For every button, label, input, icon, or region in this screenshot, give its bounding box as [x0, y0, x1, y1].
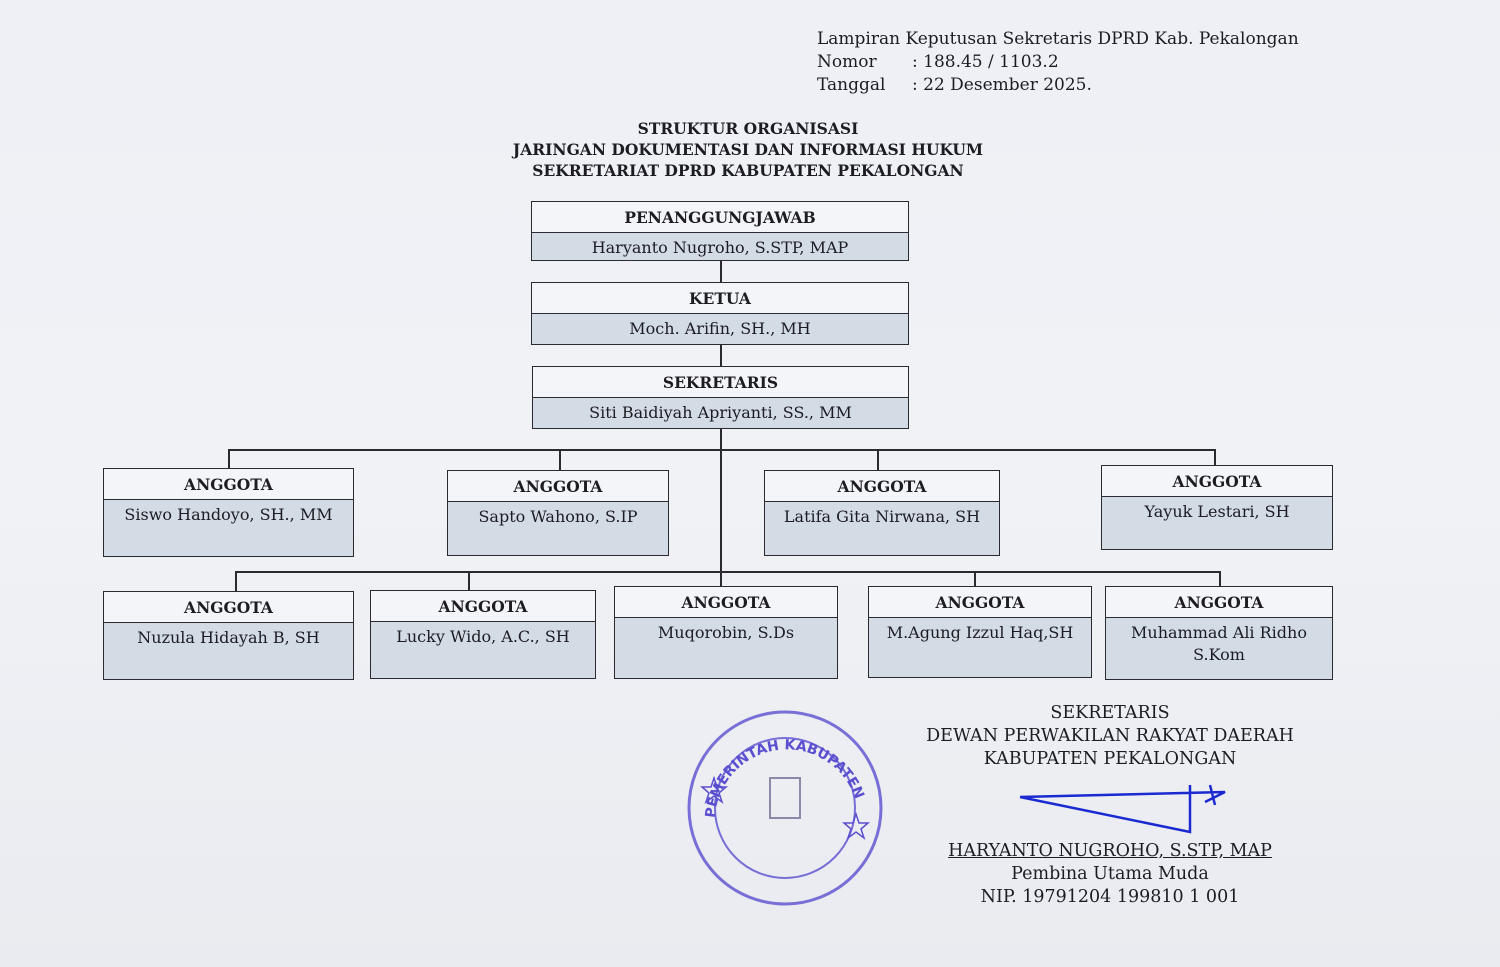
org-box-anggota: ANGGOTA Nuzula Hidayah B, SH — [103, 591, 354, 680]
connector-drop — [468, 571, 470, 590]
person-name: Siswo Handoyo, SH., MM — [104, 500, 353, 556]
nomor-value: : 188.45 / 1103.2 — [912, 52, 1059, 72]
signatory-nip: NIP. 19791204 199810 1 001 — [980, 887, 1240, 907]
person-name: Sapto Wahono, S.IP — [448, 502, 668, 555]
connector-row2-horizontal — [235, 571, 1220, 573]
org-box-anggota: ANGGOTA M.Agung Izzul Haq,SH — [868, 586, 1092, 678]
tanggal-value: : 22 Desember 2025. — [912, 75, 1092, 95]
org-box-penanggungjawab: PENANGGUNGJAWAB Haryanto Nugroho, S.STP,… — [531, 201, 909, 261]
connector-drop — [228, 449, 230, 468]
person-name: Lucky Wido, A.C., SH — [371, 622, 595, 678]
official-stamp: PEMERINTAH KABUPATEN — [687, 710, 883, 906]
signatory-position-3: KABUPATEN PEKALONGAN — [983, 749, 1237, 769]
connector-drop — [1219, 571, 1221, 586]
star-icon — [699, 775, 729, 805]
tanggal-label: Tanggal — [817, 75, 886, 95]
role-label: ANGGOTA — [1102, 466, 1332, 497]
signatory-name: HARYANTO NUGROHO, S.STP, MAP — [948, 841, 1272, 861]
role-label: ANGGOTA — [371, 591, 595, 622]
person-name: Muqorobin, S.Ds — [615, 618, 837, 678]
person-name: Nuzula Hidayah B, SH — [104, 623, 353, 679]
connector-drop — [235, 571, 237, 591]
signatory-rank: Pembina Utama Muda — [1011, 864, 1209, 884]
title-line-2: JARINGAN DOKUMENTASI DAN INFORMASI HUKUM — [512, 140, 984, 159]
person-name: Moch. Arifin, SH., MH — [532, 314, 908, 344]
connector-drop — [877, 449, 879, 470]
connector-drop — [974, 571, 976, 586]
signatory-position-1: SEKRETARIS — [1050, 703, 1170, 723]
person-name: Latifa Gita Nirwana, SH — [765, 502, 999, 555]
org-box-anggota: ANGGOTA Muqorobin, S.Ds — [614, 586, 838, 679]
org-box-anggota: ANGGOTA Sapto Wahono, S.IP — [447, 470, 669, 556]
signatory-position-2: DEWAN PERWAKILAN RAKYAT DAERAH — [926, 726, 1294, 746]
person-name: Haryanto Nugroho, S.STP, MAP — [532, 233, 908, 260]
title-line-1: STRUKTUR ORGANISASI — [637, 119, 859, 138]
star-icon — [841, 811, 871, 841]
org-box-anggota: ANGGOTA Siswo Handoyo, SH., MM — [103, 468, 354, 557]
role-label: KETUA — [532, 283, 908, 314]
role-label: ANGGOTA — [1106, 587, 1332, 618]
org-box-ketua: KETUA Moch. Arifin, SH., MH — [531, 282, 909, 345]
document-title: STRUKTUR ORGANISASI JARINGAN DOKUMENTASI… — [0, 118, 1496, 181]
role-label: ANGGOTA — [765, 471, 999, 502]
role-label: PENANGGUNGJAWAB — [532, 202, 908, 233]
role-label: ANGGOTA — [615, 587, 837, 618]
connector-drop — [559, 449, 561, 470]
connector-row1-horizontal — [228, 449, 1215, 451]
role-label: ANGGOTA — [448, 471, 668, 502]
signature-scribble — [1019, 784, 1226, 834]
attachment-title: Lampiran Keputusan Sekretaris DPRD Kab. … — [817, 29, 1299, 49]
title-line-3: SEKRETARIAT DPRD KABUPATEN PEKALONGAN — [532, 161, 964, 180]
role-label: ANGGOTA — [869, 587, 1091, 618]
signatory-details: HARYANTO NUGROHO, S.STP, MAP Pembina Uta… — [900, 840, 1320, 909]
person-name: Yayuk Lestari, SH — [1102, 497, 1332, 549]
attachment-header: Lampiran Keputusan Sekretaris DPRD Kab. … — [817, 28, 1299, 97]
nomor-label: Nomor — [817, 52, 877, 72]
signature-block: SEKRETARIS DEWAN PERWAKILAN RAKYAT DAERA… — [900, 702, 1320, 771]
org-box-anggota: ANGGOTA Latifa Gita Nirwana, SH — [764, 470, 1000, 556]
role-label: ANGGOTA — [104, 592, 353, 623]
role-label: ANGGOTA — [104, 469, 353, 500]
person-name: Muhammad Ali Ridho S.Kom — [1106, 618, 1332, 679]
person-name: M.Agung Izzul Haq,SH — [869, 618, 1091, 677]
org-box-anggota: ANGGOTA Lucky Wido, A.C., SH — [370, 590, 596, 679]
role-label: SEKRETARIS — [533, 367, 908, 398]
org-box-sekretaris: SEKRETARIS Siti Baidiyah Apriyanti, SS.,… — [532, 366, 909, 429]
connector-drop — [1214, 449, 1216, 465]
person-name: Siti Baidiyah Apriyanti, SS., MM — [533, 398, 908, 428]
org-box-anggota: ANGGOTA Yayuk Lestari, SH — [1101, 465, 1333, 550]
org-box-anggota: ANGGOTA Muhammad Ali Ridho S.Kom — [1105, 586, 1333, 680]
